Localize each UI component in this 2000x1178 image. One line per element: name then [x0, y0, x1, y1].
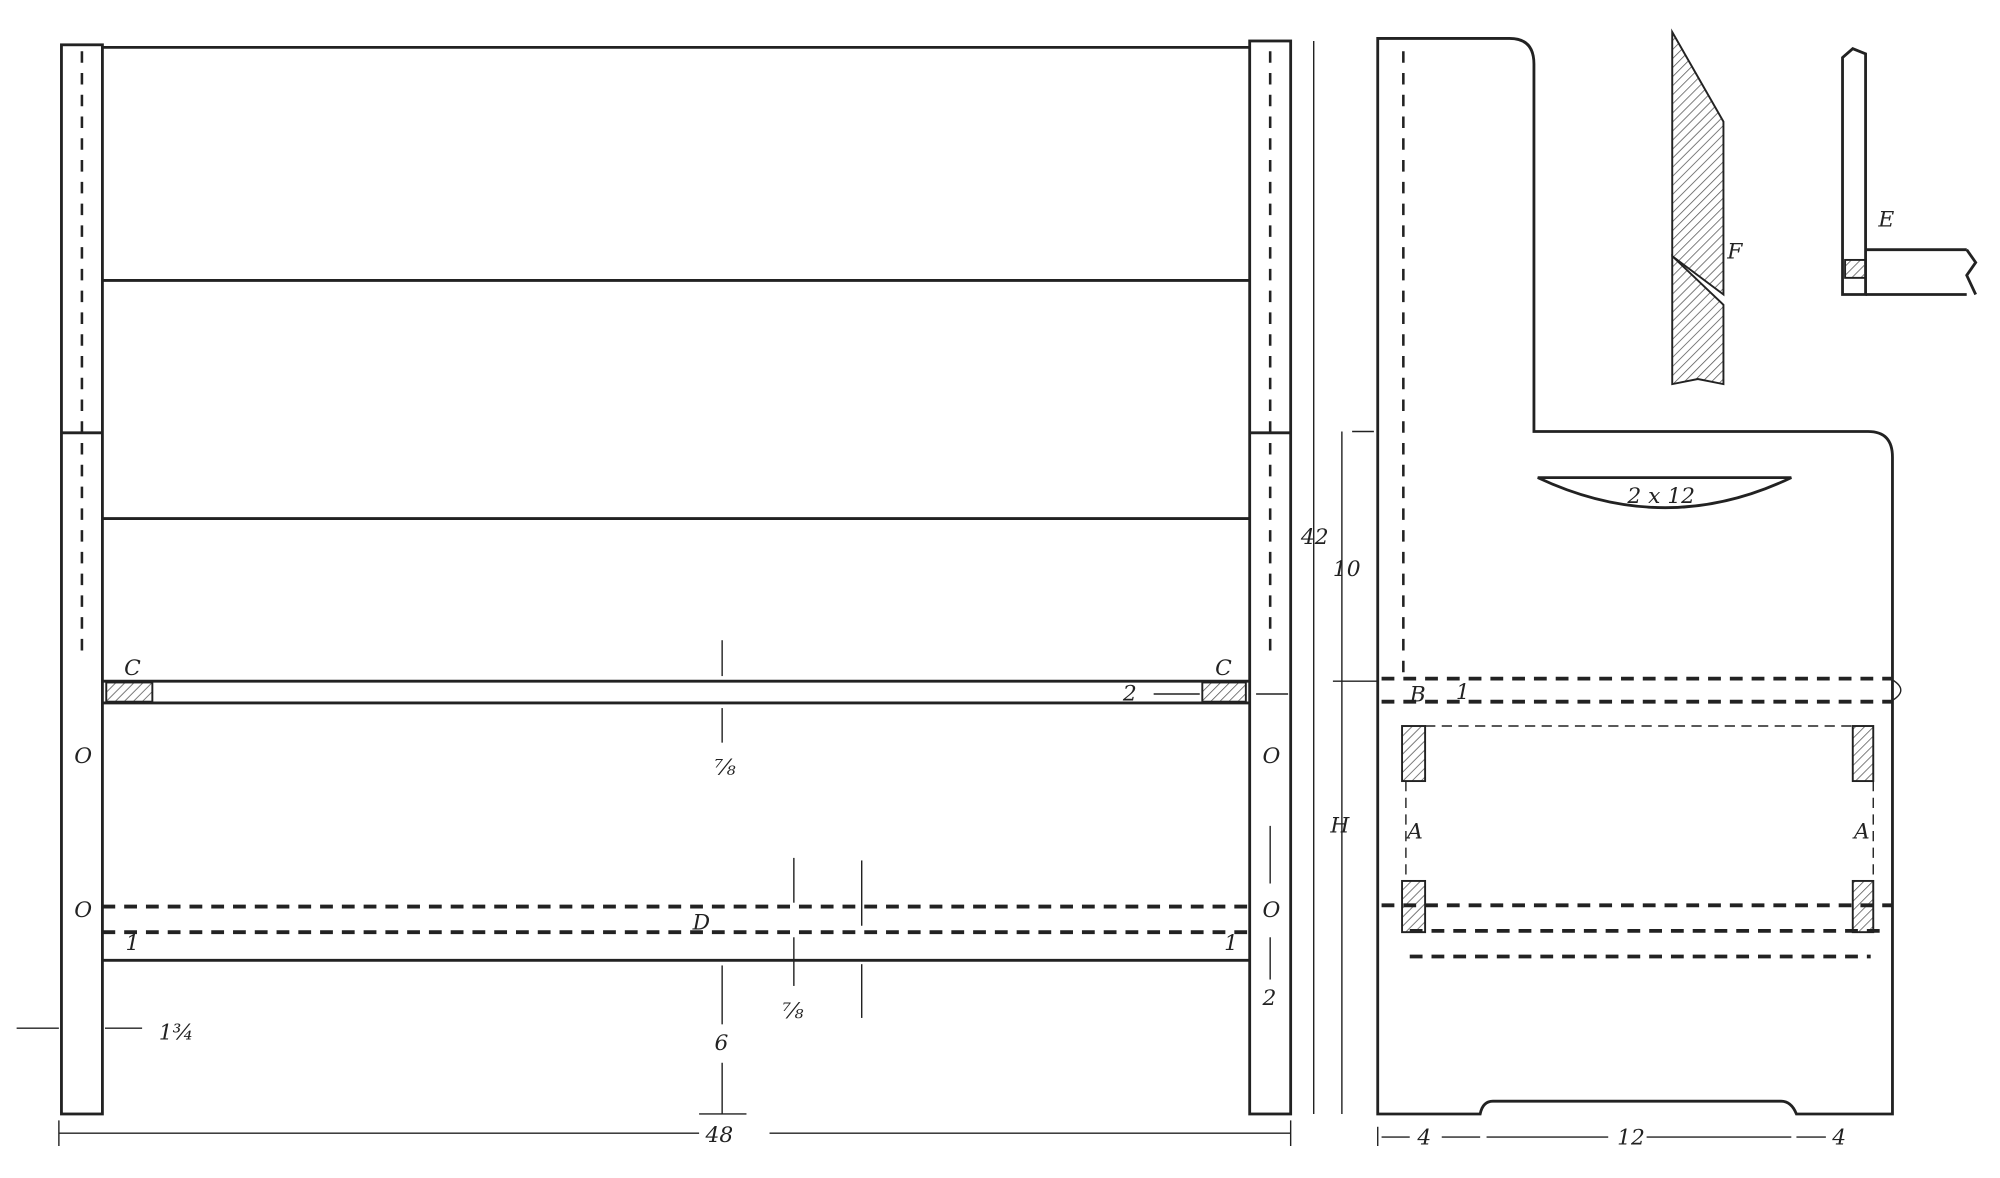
label-a-left: A — [1405, 820, 1423, 845]
handhole — [1537, 476, 1792, 509]
label-handhole: 2 x 12 — [1626, 484, 1695, 509]
label-d: D — [692, 911, 710, 936]
dim-upper: 10 — [1333, 557, 1361, 582]
front-view: C C 2 ⅞ D 1 1 O O O O ⅞ 6 2 1¾ 48 — [16, 39, 1293, 1148]
mortise-upper-left — [1401, 725, 1427, 783]
dim-c-block: 2 — [1122, 681, 1137, 706]
dim-foot-left: 4 — [1416, 1126, 1431, 1151]
mark-one-left: 1 — [125, 931, 139, 956]
dim-lower: H — [1329, 813, 1350, 838]
dim-height: 42 — [1300, 525, 1329, 550]
right-post — [1248, 39, 1293, 1116]
label-b: B — [1409, 683, 1426, 708]
label-b-mark: 1 — [1456, 680, 1470, 705]
cleat-c-left — [105, 681, 154, 703]
dim-post-width: 1¾ — [159, 1021, 194, 1046]
dim-foot-right: 4 — [1831, 1126, 1846, 1151]
label-c-right: C — [1215, 656, 1232, 681]
mark-one-right: 1 — [1224, 931, 1238, 956]
dim-bottom-clearance: 6 — [714, 1031, 728, 1056]
left-post — [60, 43, 104, 1116]
peg-mark: O — [1262, 898, 1280, 923]
detail-e: E — [1841, 47, 1978, 296]
dim-board-thickness: ⅞ — [782, 999, 803, 1024]
label-e: E — [1877, 208, 1894, 233]
end-panel-outline — [1376, 37, 1894, 1116]
label-f: F — [1726, 240, 1743, 265]
mortise-upper-right — [1851, 725, 1875, 783]
dim-foot-middle: 12 — [1617, 1126, 1645, 1151]
dim-overall-width: 48 — [705, 1123, 734, 1148]
label-c-left: C — [124, 656, 141, 681]
dim-right-gap: 2 — [1261, 986, 1276, 1011]
detail-f: F — [1671, 28, 1743, 386]
cleat-c-right — [1201, 681, 1247, 703]
label-a-right: A — [1852, 820, 1870, 845]
peg-mark: O — [74, 898, 92, 923]
peg-mark: O — [1262, 744, 1280, 769]
peg-mark: O — [74, 744, 92, 769]
side-view: 2 x 12 B 1 A A 42 10 H 4 12 4 — [1300, 37, 1902, 1151]
dim-shelf-thickness: ⅞ — [714, 756, 735, 781]
